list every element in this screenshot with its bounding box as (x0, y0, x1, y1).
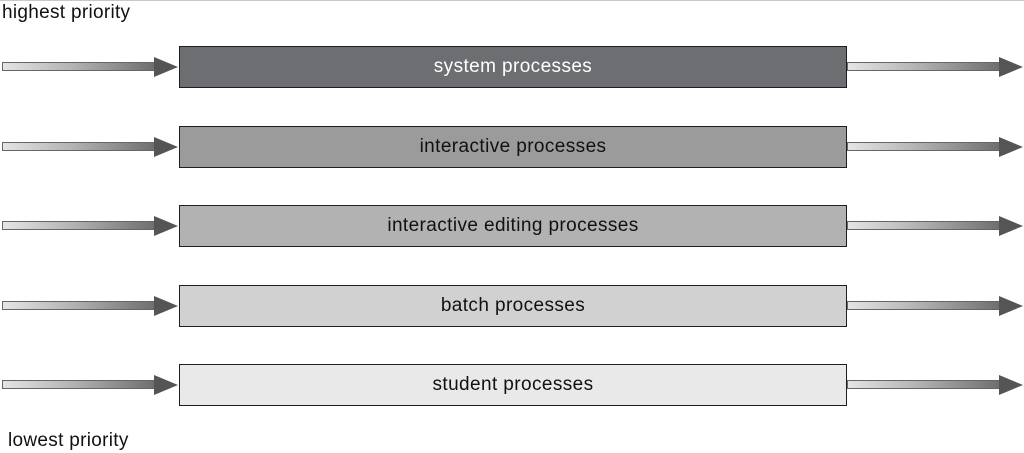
incoming-arrow-icon (2, 375, 178, 395)
outgoing-arrow-icon (847, 137, 1023, 157)
queue-row-student: student processes (0, 364, 1024, 406)
incoming-arrow-icon (2, 296, 178, 316)
queue-box-student: student processes (179, 364, 847, 406)
queue-row-interactive-editing: interactive editing processes (0, 205, 1024, 247)
queue-label: system processes (433, 56, 593, 77)
incoming-arrow-icon (2, 137, 178, 157)
queue-box-system: system processes (179, 46, 847, 88)
queue-box-batch: batch processes (179, 285, 847, 327)
top-divider (0, 0, 1024, 1)
outgoing-arrow-icon (847, 57, 1023, 77)
queue-box-interactive: interactive processes (179, 126, 847, 168)
queue-row-interactive: interactive processes (0, 126, 1024, 168)
queue-label: student processes (432, 374, 594, 395)
queue-label: interactive editing processes (387, 215, 639, 236)
lowest-priority-label: lowest priority (8, 430, 129, 451)
queue-row-batch: batch processes (0, 285, 1024, 327)
incoming-arrow-icon (2, 57, 178, 77)
queue-row-system: system processes (0, 46, 1024, 88)
queue-box-interactive-editing: interactive editing processes (179, 205, 847, 247)
outgoing-arrow-icon (847, 375, 1023, 395)
outgoing-arrow-icon (847, 216, 1023, 236)
incoming-arrow-icon (2, 216, 178, 236)
queue-label: interactive processes (419, 136, 607, 157)
outgoing-arrow-icon (847, 296, 1023, 316)
queue-label: batch processes (440, 295, 586, 316)
highest-priority-label: highest priority (2, 2, 131, 23)
